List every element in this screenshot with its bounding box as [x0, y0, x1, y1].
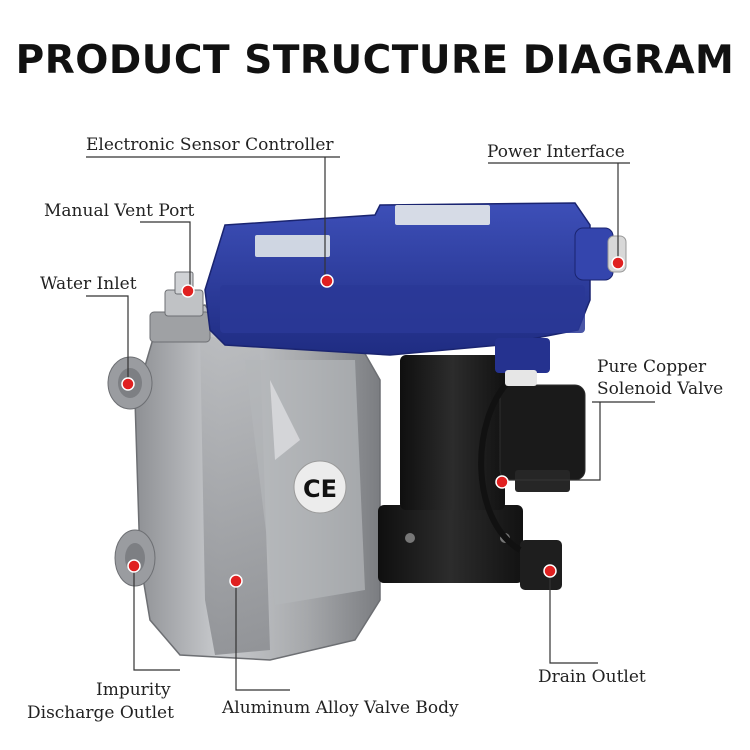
- marker-water-inlet: [121, 377, 135, 391]
- marker-electronic-controller: [320, 274, 334, 288]
- leader-drain-outlet: [549, 572, 598, 664]
- markers: [121, 256, 625, 588]
- marker-manual-vent: [181, 284, 195, 298]
- marker-power-interface: [611, 256, 625, 270]
- leader-manual-vent: [140, 221, 191, 290]
- leader-impurity-discharge: [133, 568, 180, 671]
- label-aluminum-alloy-valve-body: Aluminum Alloy Valve Body: [222, 698, 459, 718]
- label-power-interface: Power Interface: [487, 142, 625, 162]
- label-electronic-sensor-controller: Electronic Sensor Controller: [86, 135, 334, 155]
- svg-text:CE: CE: [303, 475, 337, 503]
- page-title: PRODUCT STRUCTURE DIAGRAM: [15, 38, 735, 83]
- label-water-inlet: Water Inlet: [40, 274, 137, 294]
- label-manual-vent-port: Manual Vent Port: [44, 201, 195, 221]
- label-drain-outlet: Drain Outlet: [538, 667, 646, 687]
- marker-solenoid-valve: [495, 475, 509, 489]
- solenoid-valve: [400, 355, 586, 553]
- marker-aluminum-body: [229, 574, 243, 588]
- label-solenoid-valve: Solenoid Valve: [597, 379, 724, 399]
- leader-aluminum-body: [235, 582, 290, 691]
- label-impurity: Impurity: [96, 680, 171, 700]
- drain-assembly: [378, 505, 562, 590]
- leader-lines: [86, 156, 655, 691]
- marker-drain-outlet: [543, 564, 557, 578]
- ce-mark: CE: [293, 460, 347, 514]
- leader-water-inlet: [86, 295, 129, 383]
- electronic-controller-housing: [204, 202, 591, 386]
- aluminum-valve-body: [134, 271, 381, 661]
- marker-impurity-discharge: [127, 559, 141, 573]
- label-discharge-outlet: Discharge Outlet: [27, 703, 174, 723]
- label-pure-copper: Pure Copper: [597, 357, 707, 377]
- impurity-discharge-port: [114, 529, 156, 587]
- leader-solenoid-valve: [502, 402, 601, 481]
